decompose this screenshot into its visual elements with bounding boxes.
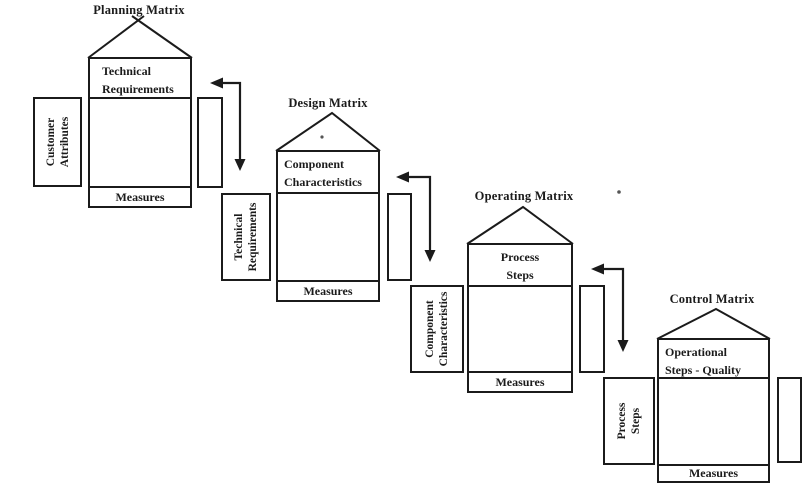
design-matrix-body	[278, 194, 378, 280]
planning-matrix-house: Technical Requirements Measures	[88, 57, 192, 208]
operating-matrix-measures: Measures	[469, 371, 571, 391]
left-label-line: Characteristics	[438, 291, 450, 367]
design-matrix-house: Component Characteristics Measures	[276, 150, 380, 302]
rotated-label: Component Characteristics	[423, 286, 451, 372]
planning-matrix-body	[90, 99, 190, 186]
control-matrix-title: Control Matrix	[669, 292, 755, 306]
control-matrix-header: Operational Steps - Quality	[659, 340, 768, 379]
rotated-label: Customer Attributes	[44, 99, 72, 185]
control-matrix-measures: Measures	[659, 464, 768, 481]
planning-matrix-header: Technical Requirements	[90, 59, 190, 99]
rotated-label: Technical Requirements	[232, 194, 260, 280]
design-roof-icon	[275, 111, 381, 152]
rotated-label: Process Steps	[615, 378, 643, 464]
scan-speck	[617, 190, 621, 194]
operating-matrix-header: Process Steps	[469, 245, 571, 287]
left-label-line: Technical	[233, 213, 245, 261]
planning-matrix-measures: Measures	[90, 186, 190, 206]
planning-right-correlation-box	[197, 97, 223, 188]
header-line: Steps	[506, 268, 534, 282]
planning-left-box-customer-attributes: Customer Attributes	[33, 97, 82, 187]
planning-roof-icon	[87, 15, 145, 59]
control-matrix-body	[659, 379, 768, 464]
design-matrix-title: Design Matrix	[288, 96, 368, 110]
measures-label: Measures	[688, 466, 739, 480]
measures-label: Measures	[303, 283, 353, 298]
planning-roof-icon	[131, 15, 193, 59]
operating-roof-icon	[466, 205, 574, 245]
operating-left-box-component-characteristics: Component Characteristics	[410, 285, 464, 373]
design-right-correlation-box	[387, 193, 412, 281]
design-left-box-technical-requirements: Technical Requirements	[221, 193, 271, 281]
control-left-box-process-steps: Process Steps	[603, 377, 655, 465]
header-line: Requirements	[102, 82, 174, 96]
operating-matrix-house: Process Steps Measures	[467, 243, 573, 393]
header-line: Component	[284, 157, 345, 171]
planning-matrix-title: Planning Matrix	[93, 3, 185, 17]
scan-speck	[320, 135, 324, 139]
operating-matrix-title: Operating Matrix	[474, 189, 574, 203]
header-line: Process	[500, 250, 540, 264]
left-label-line: Requirements	[247, 202, 259, 272]
design-matrix-measures: Measures	[278, 280, 378, 300]
header-line: Characteristics	[284, 175, 362, 189]
left-label-line: Steps	[630, 407, 642, 435]
control-matrix-house: Operational Steps - Quality Measures	[657, 338, 770, 483]
design-matrix-header: Component Characteristics	[278, 152, 378, 194]
measures-label: Measures	[115, 189, 165, 204]
operating-matrix-body	[469, 287, 571, 371]
header-line: Operational	[665, 345, 727, 359]
control-right-correlation-box	[777, 377, 802, 463]
header-line: Steps - Quality	[665, 363, 742, 377]
operating-right-correlation-box	[579, 285, 605, 373]
left-label-line: Customer	[44, 117, 57, 167]
measures-label: Measures	[495, 374, 545, 389]
control-roof-icon	[656, 307, 771, 340]
header-line: Technical	[102, 64, 151, 78]
left-label-line: Attributes	[58, 116, 71, 168]
left-label-line: Component	[424, 300, 436, 358]
left-label-line: Process	[616, 402, 628, 440]
